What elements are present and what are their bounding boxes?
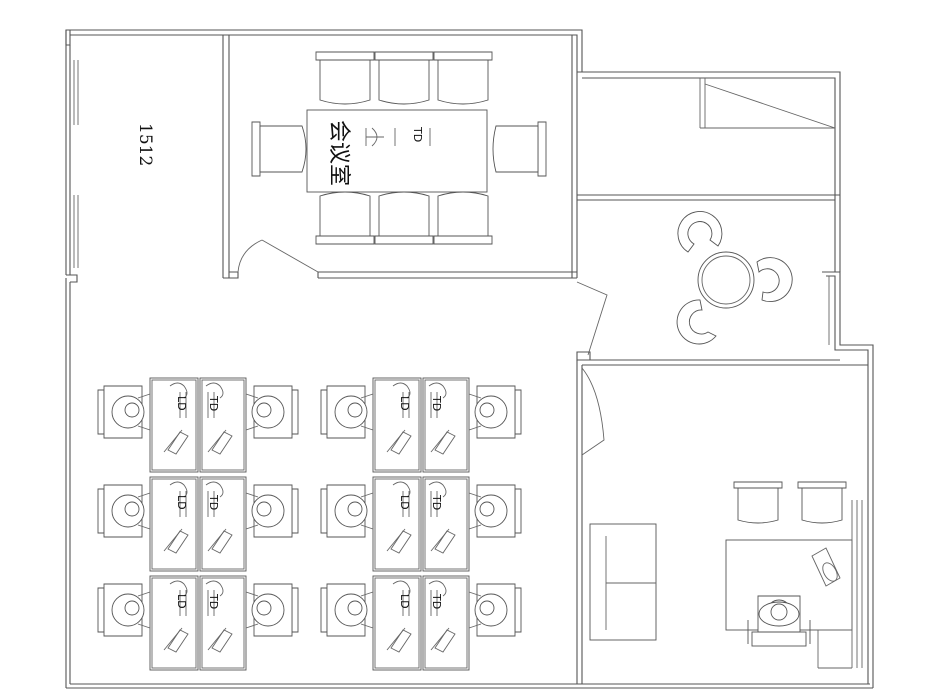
- desk-cluster: LD TD: [320, 575, 522, 671]
- workstations: LD TD LD TD LD TD LD TD LD TD LD TD: [97, 377, 522, 671]
- exterior-walls: [65, 29, 874, 689]
- td-tag: TD: [430, 395, 443, 411]
- desk: [372, 476, 422, 572]
- desk-cluster: LD TD: [320, 476, 522, 572]
- td-tag: TD: [207, 494, 220, 510]
- ld-tag: LD: [175, 396, 188, 411]
- desk: [149, 476, 199, 572]
- desk: [372, 377, 422, 473]
- desk: [149, 377, 199, 473]
- ld-tag: LD: [398, 594, 411, 609]
- td-tag: TD: [430, 494, 443, 510]
- ld-tag: LD: [175, 495, 188, 510]
- meeting-chairs: [251, 51, 547, 245]
- meeting-table: [306, 109, 488, 193]
- meeting-td-tag: TD: [411, 126, 424, 142]
- chair-icon: [97, 583, 151, 637]
- desk-cluster: LD TD: [97, 575, 299, 671]
- chair-icon: [320, 484, 374, 538]
- chair-icon: [320, 385, 374, 439]
- desk: [372, 575, 422, 671]
- td-tag: TD: [207, 593, 220, 609]
- desk-cluster: LD TD: [320, 377, 522, 473]
- chair-icon: [468, 385, 522, 439]
- ld-tag: LD: [398, 495, 411, 510]
- manager-office: [589, 481, 863, 669]
- ld-tag: LD: [175, 594, 188, 609]
- chair-icon: [245, 385, 299, 439]
- chair-icon: [97, 385, 151, 439]
- td-symbol: [365, 127, 431, 147]
- lounge-table-set: [676, 211, 793, 345]
- meeting-room-label: 会议室: [326, 120, 351, 186]
- ld-tag: LD: [398, 396, 411, 411]
- meeting-room-walls: [222, 35, 578, 279]
- room-number: 1512: [135, 123, 155, 166]
- chair-icon: [468, 484, 522, 538]
- desk-cluster: LD TD: [97, 476, 299, 572]
- desk: [149, 575, 199, 671]
- chair-icon: [245, 484, 299, 538]
- td-tag: TD: [207, 395, 220, 411]
- chair-icon: [245, 583, 299, 637]
- desk-cluster: LD TD: [97, 377, 299, 473]
- chair-icon: [97, 484, 151, 538]
- lounge-walls: [576, 78, 868, 684]
- chair-icon: [468, 583, 522, 637]
- td-tag: TD: [430, 593, 443, 609]
- chair-icon: [320, 583, 374, 637]
